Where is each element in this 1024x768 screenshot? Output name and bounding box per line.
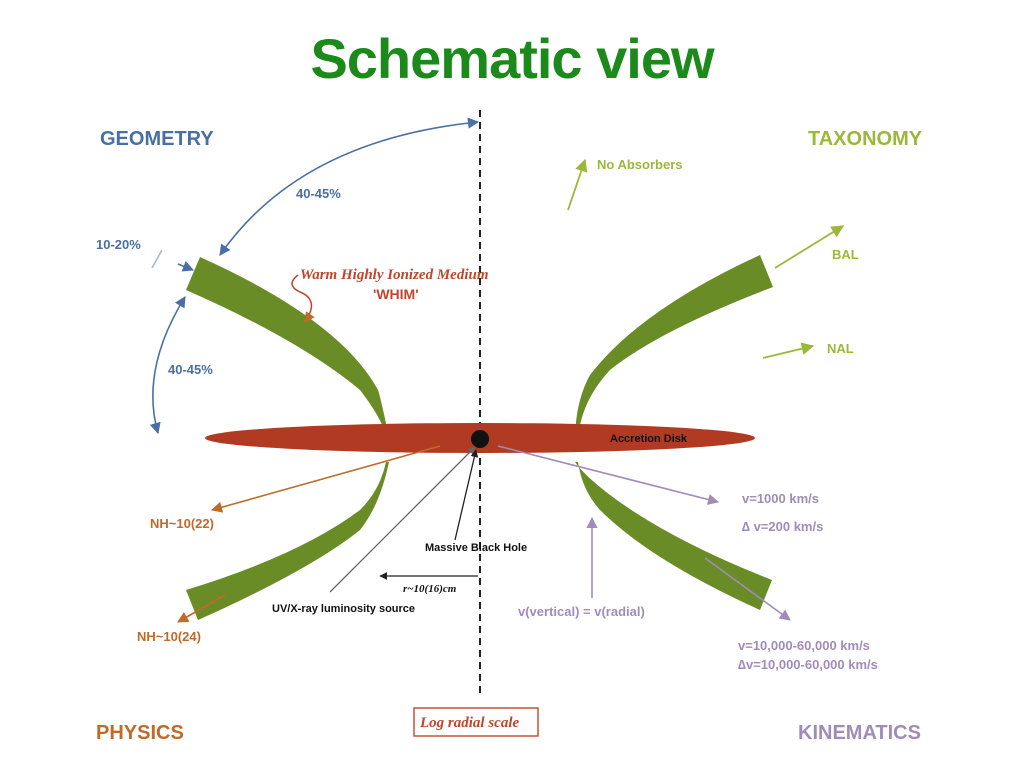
v-broad-label: v=10,000-60,000 km/s [738, 638, 870, 653]
whim-label-line1: Warm Highly Ionized Medium [300, 267, 489, 283]
nh-low-arrow [210, 445, 441, 513]
black-hole-label: Massive Black Hole [425, 542, 527, 554]
whim-pointer [291, 274, 315, 323]
angle-low-label: 40-45% [168, 362, 213, 377]
geometry-arrow-top [219, 117, 480, 256]
corner-physics: PHYSICS [96, 722, 184, 744]
log-scale-label: Log radial scale [419, 715, 519, 731]
log-scale-box [413, 707, 539, 737]
wind-lower-right [575, 462, 772, 610]
no-absorbers-label: No Absorbers [597, 157, 682, 172]
geometry-tick-upper [177, 261, 195, 272]
nh-high-arrow [177, 594, 226, 623]
page-title: Schematic view [310, 27, 714, 90]
v-relation-label: v(vertical) = v(radial) [518, 604, 645, 619]
black-hole-pointer [454, 449, 479, 541]
nh-low-label: NH~10(22) [150, 516, 214, 531]
bal-arrow [774, 225, 845, 269]
no-absorbers-arrow [567, 158, 588, 211]
radius-label: r~10(16)cm [403, 583, 457, 595]
wind-upper-left [186, 257, 389, 437]
nal-arrow [762, 342, 815, 359]
v-narrow-arrow [497, 445, 720, 505]
angle-top-label: 40-45% [296, 186, 341, 201]
v-broad-arrow [704, 557, 791, 621]
dv-narrow-label: ∆ v=200 km/s [742, 519, 823, 534]
dv-broad-label: ∆v=10,000-60,000 km/s [738, 657, 878, 672]
v-narrow-label: v=1000 km/s [742, 491, 819, 506]
corner-taxonomy: TAXONOMY [808, 128, 923, 150]
angle-wind-label: 10-20% [96, 237, 141, 252]
black-hole [471, 430, 489, 448]
geometry-arrow-wind [151, 249, 163, 269]
nh-high-label: NH~10(24) [137, 629, 201, 644]
accretion-disk-label: Accretion Disk [610, 433, 688, 445]
whim-label-line2: 'WHIM' [373, 286, 419, 302]
geometry-arrow-low [149, 296, 186, 435]
source-pointer [329, 446, 476, 593]
source-label: UV/X-ray luminosity source [272, 603, 415, 615]
wind-lower-left [186, 462, 389, 620]
wind-upper-right [575, 255, 773, 437]
nal-label: NAL [827, 341, 854, 356]
bal-label: BAL [832, 247, 859, 262]
corner-kinematics: KINEMATICS [798, 722, 921, 744]
corner-geometry: GEOMETRY [100, 128, 214, 150]
